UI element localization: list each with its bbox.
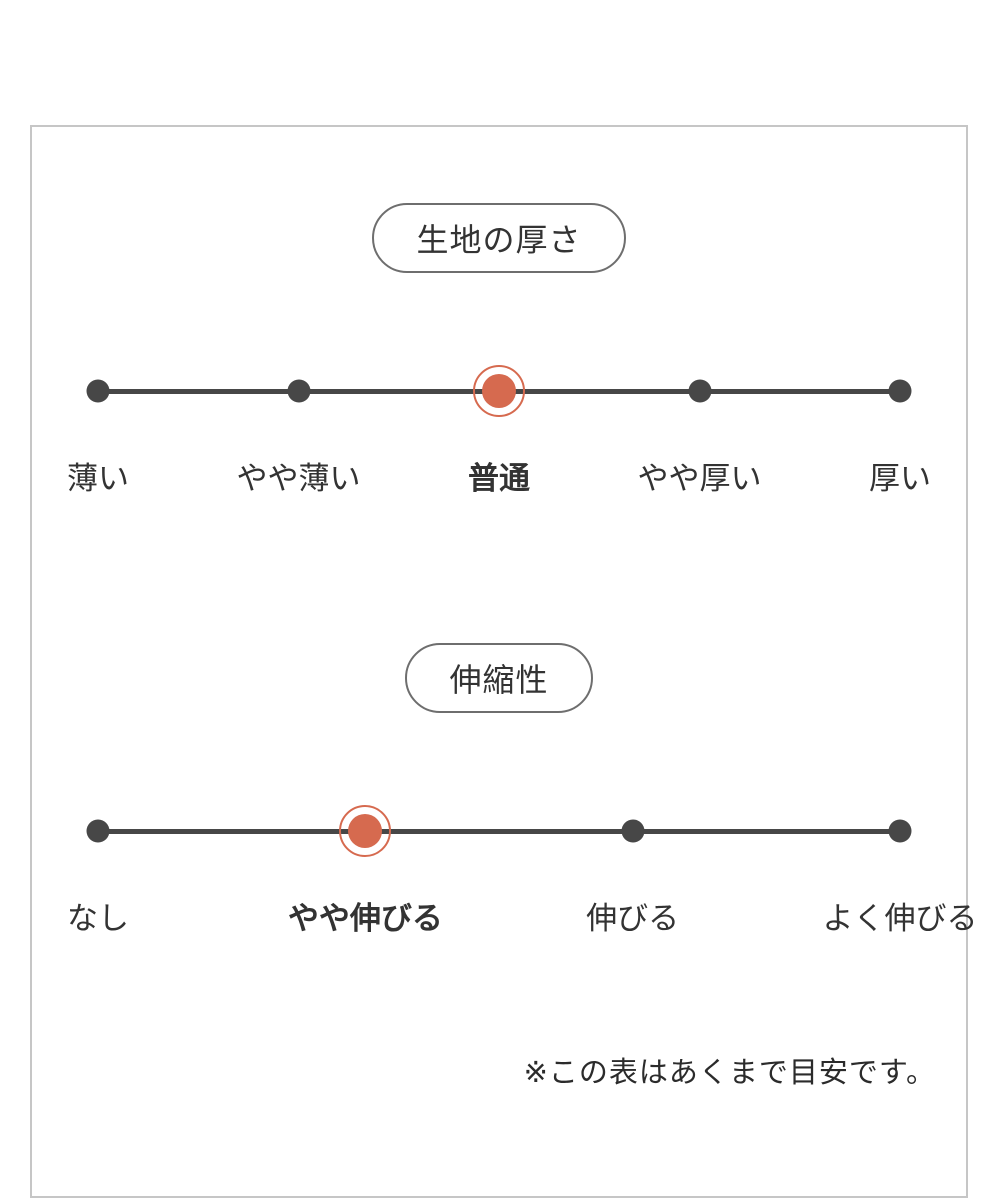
scale-dot (86, 819, 110, 843)
thickness-title-row: 生地の厚さ (32, 203, 966, 273)
scale-dot (888, 379, 912, 403)
stretch-title-row: 伸縮性 (32, 643, 966, 713)
scale-option-label: やや伸びる (287, 901, 443, 937)
scale-dot-selected (339, 805, 392, 857)
fabric-info-card: 生地の厚さ 薄い やや薄い 普通 やや厚い 厚い 伸縮性 なし やや伸びる 伸びる よく伸びる… (30, 125, 978, 1198)
stretch-title-pill: 伸縮性 (405, 643, 593, 713)
stretch-scale-section: 伸縮性 なし やや伸びる 伸びる よく伸びる (32, 643, 978, 937)
scale-line (98, 828, 900, 834)
scale-option-label: 薄い (67, 461, 129, 497)
scale-dot (86, 379, 110, 403)
thickness-scale-labels: 薄い やや薄い 普通 やや厚い 厚い (67, 453, 931, 497)
disclaimer-note: ※この表はあくまで目安です。 (523, 1055, 936, 1089)
scale-dot (688, 379, 711, 403)
thickness-scale-section: 生地の厚さ 薄い やや薄い 普通 やや厚い 厚い (32, 203, 966, 497)
stretch-scale-track (86, 799, 912, 863)
scale-option-label: 伸びる (586, 901, 680, 937)
stretch-scale-labels: なし やや伸びる 伸びる よく伸びる (67, 893, 978, 937)
scale-dot (621, 819, 645, 843)
scale-option-label: なし (67, 901, 129, 937)
scale-dot (888, 819, 912, 843)
scale-option-label: 厚い (869, 461, 931, 497)
scale-option-label: よく伸びる (822, 901, 978, 937)
scale-option-label: 普通 (468, 461, 530, 497)
scale-option-label: やや薄い (236, 461, 361, 497)
thickness-scale-track (86, 359, 912, 423)
scale-option-label: やや厚い (637, 461, 762, 497)
scale-dot-selected (473, 365, 525, 417)
scale-dot (287, 379, 310, 403)
thickness-title-pill: 生地の厚さ (372, 203, 626, 273)
